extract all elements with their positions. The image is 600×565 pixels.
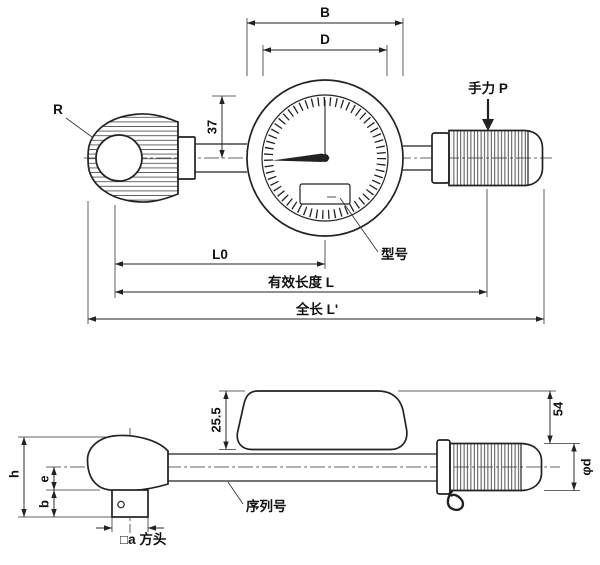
top-view: B D 37 R 手力 P 型号 xyxy=(53,5,552,324)
head-collar xyxy=(177,136,196,180)
dial-gauge xyxy=(246,79,404,237)
leader-line xyxy=(65,117,93,138)
side-head-outline xyxy=(86,434,169,492)
handle-outline-side xyxy=(449,442,543,492)
side-view: 25.5 54 φd h e xyxy=(6,390,593,547)
down-arrow-icon xyxy=(482,119,494,131)
square-head-dimension: □a 方头 xyxy=(96,517,167,547)
head-outline xyxy=(87,113,179,203)
dim-b-label: b xyxy=(36,500,51,508)
dim-D-label: D xyxy=(320,32,330,47)
dimension-L0: L0 xyxy=(114,205,326,298)
side-beam xyxy=(167,453,440,482)
dimension-total-length: 全长 L' xyxy=(87,189,545,324)
ratchet-circle xyxy=(95,134,143,182)
label-R: R xyxy=(53,102,93,138)
grip-knurl-hatch xyxy=(451,130,528,186)
hang-hook xyxy=(446,489,465,512)
grip-collar-side xyxy=(436,439,451,495)
dial-inner-ring xyxy=(261,94,389,222)
grip-knurl-hatch-side xyxy=(452,443,520,491)
leader-line xyxy=(227,481,244,505)
dimension-37: 37 xyxy=(204,95,236,158)
dim-25-5-label: 25.5 xyxy=(208,407,223,432)
dim-h-label: h xyxy=(6,470,21,478)
hand-force-annotation: 手力 P xyxy=(468,80,508,131)
model-annotation: 型号 xyxy=(339,197,408,262)
dim-54-label: 54 xyxy=(550,401,565,416)
dim-e-label: e xyxy=(36,475,51,482)
side-handle xyxy=(436,439,543,512)
dim-B-label: B xyxy=(320,5,330,20)
dim-L0-label: L0 xyxy=(212,247,228,262)
dimension-54: 54 xyxy=(398,390,565,444)
dim-phi-d-label: φd xyxy=(578,458,593,475)
dim-37-label: 37 xyxy=(204,120,219,134)
hand-force-label: 手力 P xyxy=(468,80,508,96)
dimension-effective-length: 有效长度 L xyxy=(115,189,488,297)
square-head-label: □a 方头 xyxy=(120,531,167,547)
dimension-h: h xyxy=(6,436,112,518)
handle-assembly xyxy=(403,129,544,187)
side-head xyxy=(86,434,169,518)
model-plate xyxy=(299,183,351,205)
dimension-B: B xyxy=(246,5,404,76)
dial-housing-side xyxy=(236,390,408,451)
detent-pin xyxy=(117,500,125,509)
dimension-25-5: 25.5 xyxy=(208,390,245,450)
dimension-D: D xyxy=(262,32,388,76)
dim-L-prime-label: 全长 L' xyxy=(295,301,338,317)
handle-outline xyxy=(448,129,544,187)
grip-collar xyxy=(431,132,450,184)
dial-needle xyxy=(272,153,330,162)
serial-number-label: 序列号 xyxy=(246,498,287,514)
dial-hub xyxy=(321,154,329,162)
radius-label: R xyxy=(53,102,63,117)
leader-line xyxy=(339,197,379,253)
dimension-b: b xyxy=(36,490,57,517)
model-label: 型号 xyxy=(381,246,408,262)
dimension-phi-d: φd xyxy=(544,443,593,491)
serial-number-annotation: 序列号 xyxy=(227,481,287,514)
dim-L-label: 有效长度 L xyxy=(268,274,334,290)
